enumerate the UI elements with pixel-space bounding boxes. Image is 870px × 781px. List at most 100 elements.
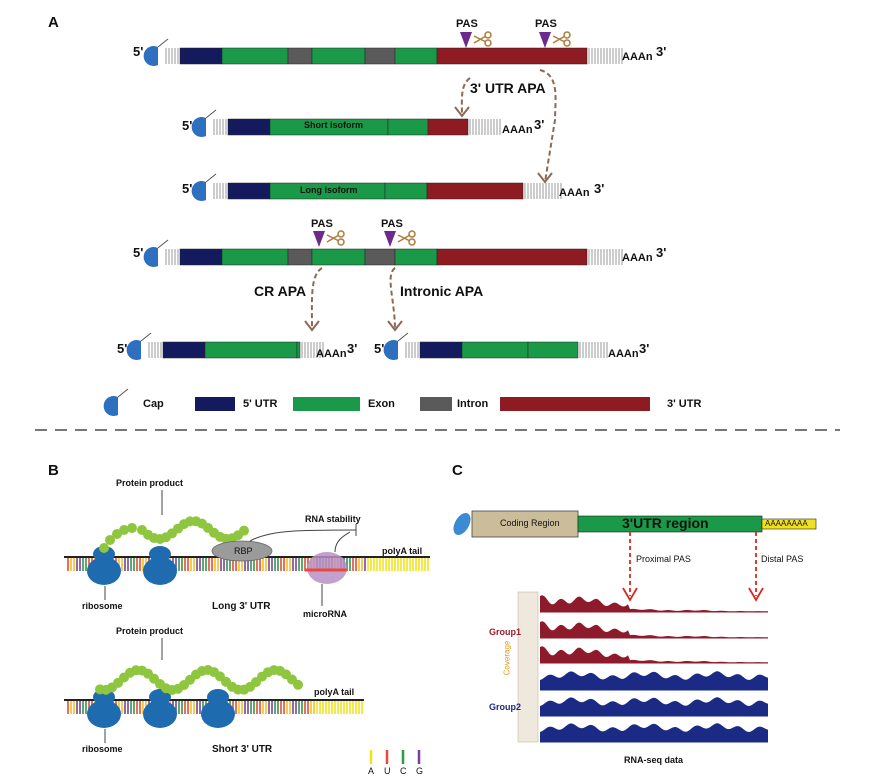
microRNA-label: microRNA [303,609,348,619]
pas-marker-1 [460,31,492,48]
mirna-complex [307,552,347,584]
arrow-path [460,77,471,117]
three-prime-label-5: 3' [347,341,358,356]
coverage-profile [540,595,768,612]
rna-stability-line [249,529,357,542]
coverage-bar [517,591,539,743]
scissors-loop [563,31,571,39]
arrow-path [310,267,323,331]
coverage-group1-track3 [540,646,768,664]
coverage-profile [540,671,768,690]
rnaseq-label: RNA-seq data [624,755,684,765]
cap-link [140,332,152,342]
three-prime-label-6: 3' [639,341,650,356]
scissors-loop [337,238,345,246]
arrow-head [454,106,470,118]
segment-intron [287,47,313,65]
polyA-seq-label: AAAAAAAA [765,519,808,528]
protein-product-label-1: Protein product [116,478,183,488]
mrna-cr-isoform-track [162,341,301,359]
scissors-blade [397,234,411,242]
short-isoform-label: Short isoform [304,120,364,130]
panelC-cap [453,513,471,535]
pas-label-3: PAS [311,218,333,230]
mirna-link [334,531,351,553]
utr-region-label: 3'UTR region [622,515,709,531]
arrow-short-isoform [454,77,471,118]
segment-exon [384,182,428,200]
segment-utr3 [427,118,469,136]
segment-exon [204,341,298,359]
scissors-loop [484,39,492,47]
arrow-long-isoform [537,69,557,184]
five-prime-label-5: 5' [117,341,128,356]
scissors-blade [473,35,487,43]
coverage-profile [540,621,768,638]
legend-cap-swatch [103,396,118,416]
base-label-g: G [416,766,424,776]
legend-cap-link [117,388,129,398]
arrow-head [304,320,320,332]
group1-label: Group1 [489,627,522,637]
pas-triangle [460,32,472,48]
rbp-shape [211,540,273,562]
cap-link [157,239,169,249]
cap-link [157,38,169,48]
five-prime-label-4: 5' [133,245,144,260]
amino-acid-bead [105,535,115,545]
panelA-legend [103,388,650,416]
ribosome-label-2: ribosome [82,744,123,754]
mrna-short-isoform-cap [191,109,217,138]
amino-acid-bead [99,543,109,553]
base-label-u: U [384,766,391,776]
coverage-group2-track2 [540,697,768,717]
segment-exon [296,341,301,359]
rbp-label: RBP [234,546,253,556]
coverage-profile [540,697,768,716]
peptide-chain-1b [99,523,137,553]
legend-swatch-intron [420,397,452,411]
segment-intron [364,47,396,65]
mrna-row4-3comb [588,249,623,265]
ribosome-1 [87,546,121,585]
legend-label-utr5: 5' UTR [243,398,278,410]
coverage-profile [540,723,768,742]
polyA-box [761,518,817,530]
ribosome-large-subunit [143,700,177,728]
polyA-label-4: AAAn [622,252,653,264]
panel-label-b: B [48,462,59,479]
mrna-row4-5comb [165,249,179,265]
ribosome-label-1: ribosome [82,601,123,611]
five-prime-label-3: 5' [182,181,193,196]
mrna-row4-cap [143,239,169,267]
segment-utr5 [179,248,223,266]
mrna-long-isoform-5comb [213,183,227,199]
ribosome-3 [87,689,121,728]
pas-label-1: PAS [456,18,478,30]
mrna-cr-isoform-3comb [301,342,324,358]
polyA-tail-label-1: polyA tail [382,546,423,556]
short-utr-label: Short 3' UTR [212,744,273,755]
polyA-tail-label-2: polyA tail [314,687,355,697]
pas-label-4: PAS [381,218,403,230]
amino-acid-bead [239,525,249,536]
mrna-intronic-isoform-5comb [405,342,419,358]
coding-region-box [471,510,579,538]
segment-exon [527,341,579,359]
five-prime-label-2: 5' [182,118,193,133]
ribosome-large-subunit [87,557,121,585]
cap-link [397,332,409,342]
mrna-short-isoform-5comb [213,119,227,135]
mrna-long-isoform-track [227,182,524,200]
ribosome-large-subunit [87,700,121,728]
base-label-c: C [400,766,407,776]
panelC-gene [453,510,817,743]
polyA-label-2: AAAn [502,124,533,136]
mrna-long-isoform-3comb [524,183,562,199]
mrna-short-isoform-track [227,118,469,136]
cap-link [205,173,217,183]
scissors-loop [484,31,492,39]
pas-arrow-head [748,587,764,602]
